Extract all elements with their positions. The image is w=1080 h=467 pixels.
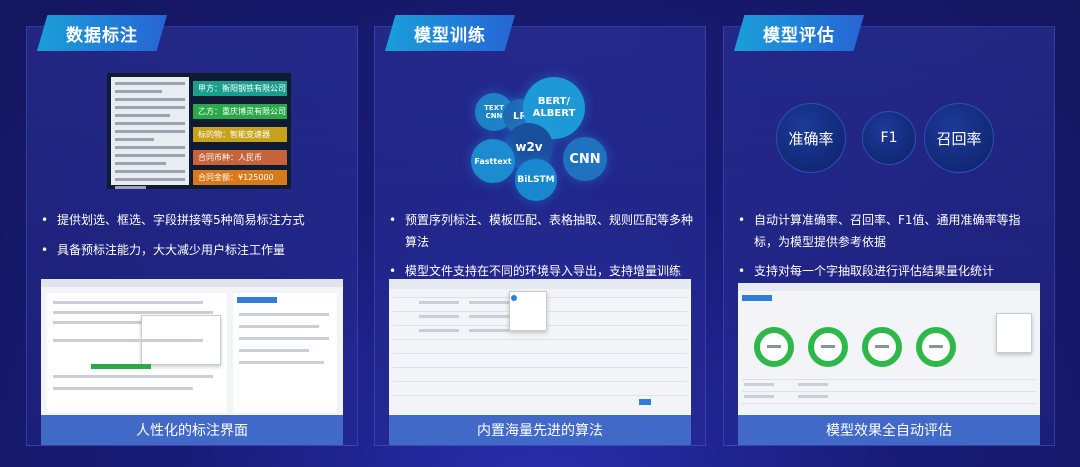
annotation-illustration: 甲方：衡阳钢铁有限公司 乙方：重庆博灵有限公司 标的物：智能变速器 合同币种：人… [107,73,291,189]
annotation-tag: 合同金额：¥125000 [193,170,287,185]
feature-list: 预置序列标注、模板匹配、表格抽取、规则匹配等多种算法 模型文件支持在不同的环境导… [387,210,695,291]
panel-model-training: 模型训练 TEXT CNN LR BERT/ ALBERT w2v Fastte… [374,15,706,446]
panel-caption: 内置海量先进的算法 [389,415,691,445]
feature-item: 具备预标注能力，大大减少用户标注工作量 [39,240,347,262]
feature-list: 提供划选、框选、字段拼接等5种简易标注方式 具备预标注能力，大大减少用户标注工作… [39,210,347,269]
feature-item: 支持对每一个字抽取段进行评估结果量化统计 [736,261,1044,283]
feature-item: 模型文件支持在不同的环境导入导出，支持增量训练 [387,261,695,283]
annotation-tag: 合同币种：人民币 [193,150,287,165]
annotation-tag: 甲方：衡阳钢铁有限公司 [193,81,287,96]
annotation-tag: 标的物：智能变速器 [193,127,287,142]
chart-ring [916,327,956,367]
panel-title: 模型评估 [734,15,864,51]
algorithm-ui-screenshot: 内置海量先进的算法 [389,279,691,445]
feature-item: 提供划选、框选、字段拼接等5种简易标注方式 [39,210,347,232]
model-bubble: Fasttext [471,139,515,183]
panel-caption: 人性化的标注界面 [41,415,343,445]
panel-model-evaluation: 模型评估 准确率 F1 召回率 自动计算准确率、召回率、F1值、通用准确率等指标… [723,15,1055,446]
feature-list: 自动计算准确率、召回率、F1值、通用准确率等指标，为模型提供参考依据 支持对每一… [736,210,1044,291]
feature-item: 预置序列标注、模板匹配、表格抽取、规则匹配等多种算法 [387,210,695,253]
model-bubble: CNN [563,137,607,181]
feature-item: 自动计算准确率、召回率、F1值、通用准确率等指标，为模型提供参考依据 [736,210,1044,253]
model-bubble: BiLSTM [515,159,557,201]
chart-ring [862,327,902,367]
chart-ring [754,327,794,367]
chart-ring [808,327,848,367]
panel-title: 模型训练 [385,15,515,51]
panel-title: 数据标注 [37,15,167,51]
annotation-ui-screenshot: 人性化的标注界面 [41,279,343,445]
evaluation-ui-screenshot: 模型效果全自动评估 [738,283,1040,445]
panel-data-annotation: 数据标注 甲方：衡阳钢铁有限公司 乙方：重庆博灵有限公司 标的物：智能变速器 合… [26,15,358,446]
annotation-tag: 乙方：重庆博灵有限公司 [193,104,287,119]
document-preview [111,77,189,189]
panel-caption: 模型效果全自动评估 [738,415,1040,445]
metric-circle-recall: 召回率 [924,103,994,173]
metric-circle-f1: F1 [862,111,916,165]
metric-circle-precision: 准确率 [776,103,846,173]
